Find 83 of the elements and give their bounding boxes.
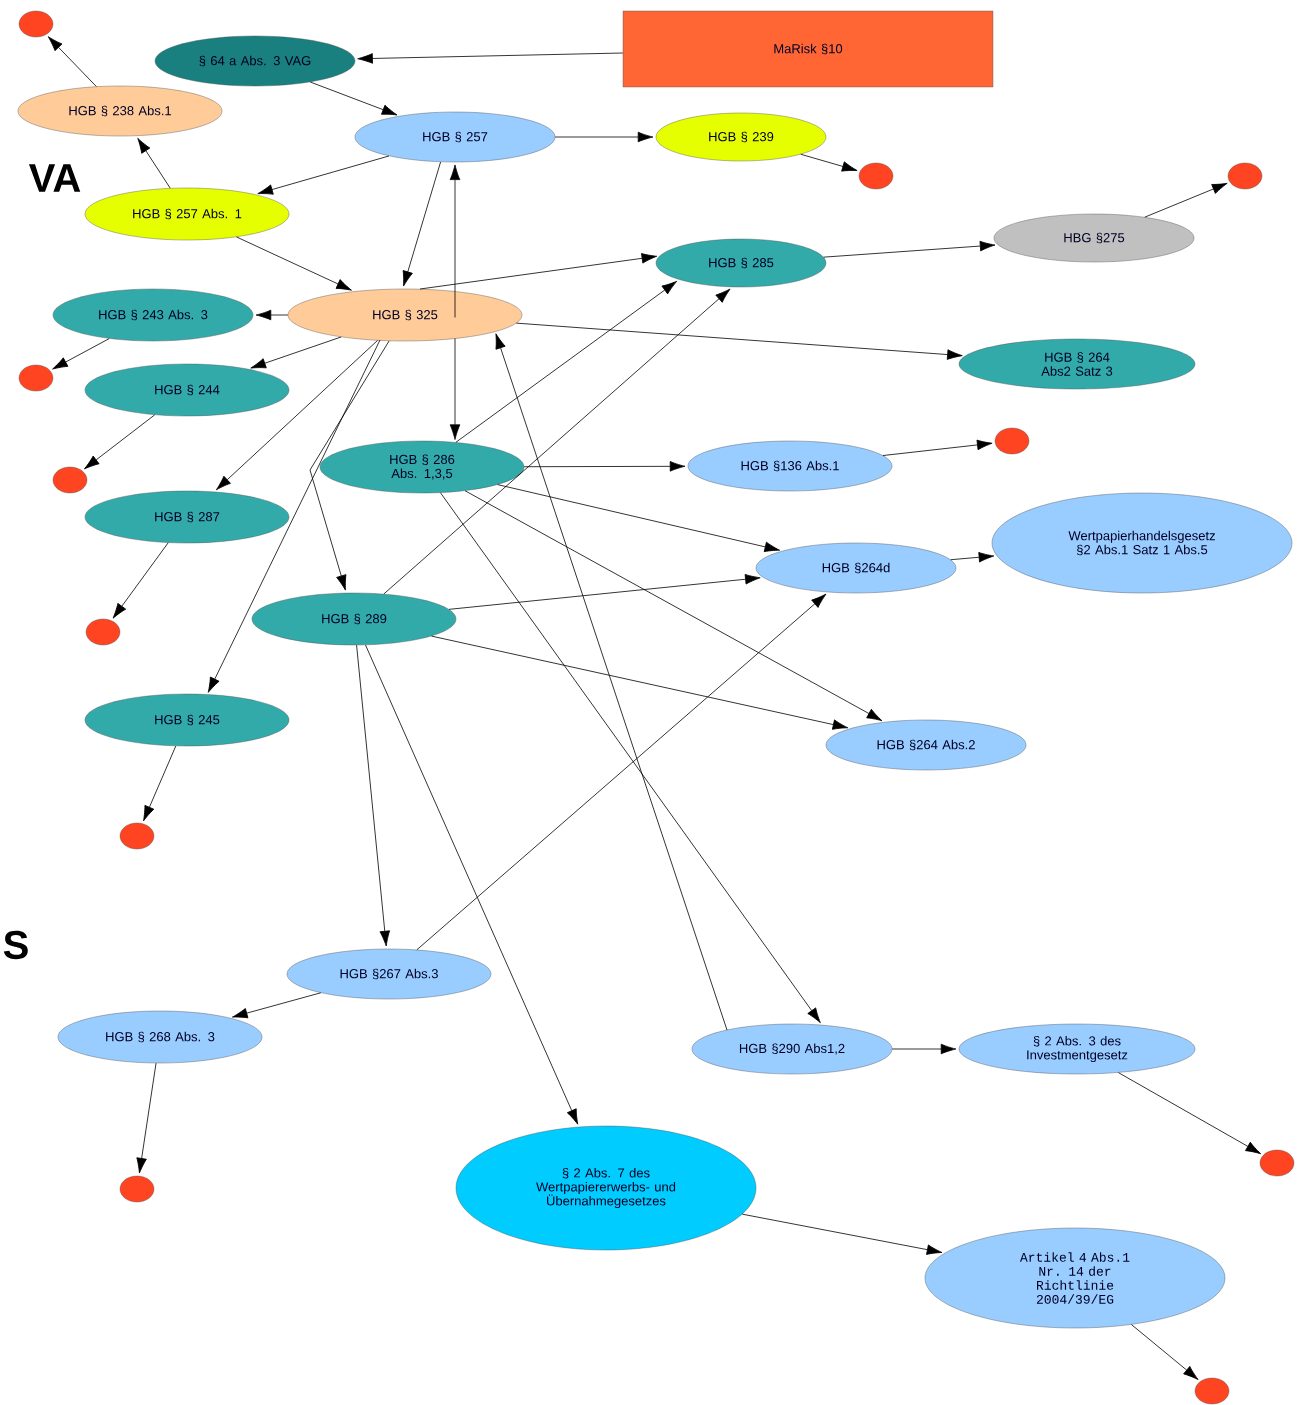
ellipse-node: HGB § 257 Abs. 1 [84, 187, 290, 241]
arrow [1131, 1324, 1199, 1380]
arrow [236, 236, 352, 291]
ellipse-node: § 64 a Abs. 3 VAG [154, 35, 356, 87]
arrow [495, 333, 728, 1031]
arrow [449, 338, 461, 440]
arrow [47, 36, 97, 87]
ellipse-node: HGB § 245 [84, 693, 290, 747]
arrow [523, 461, 686, 472]
arrow [309, 81, 398, 116]
arrow [309, 340, 390, 591]
arrow [431, 635, 849, 730]
ellipse-node: HGB § 264 Abs2 Satz 3 [958, 338, 1196, 390]
arrow [440, 492, 821, 1024]
ellipse-node: HGB § 287 [84, 490, 290, 544]
arrow [357, 52, 624, 64]
arrow [232, 992, 322, 1019]
ellipse-node: HGB § 325 [287, 288, 523, 342]
ellipse-node: HGB § 285 [655, 238, 827, 288]
ellipse-node: HGB §264d [755, 542, 957, 594]
end-circle [119, 822, 155, 850]
arrow [402, 161, 441, 287]
arrow [1144, 182, 1228, 218]
arrow [455, 280, 678, 443]
ellipse-node: HGB § 243 Abs. 3 [52, 288, 254, 342]
arrow [950, 552, 995, 563]
ellipse-node: § 2 Abs. 7 des Wertpapiererwerbs- und Übernahmegesetzes [455, 1125, 757, 1251]
arrow [207, 339, 381, 693]
arrow [143, 745, 177, 822]
process-box: MaRisk §10 [622, 10, 994, 88]
label-text: S [3, 930, 28, 960]
ellipse-node: HGB § 244 [84, 363, 290, 417]
arrow [383, 288, 731, 595]
ellipse-node: Wertpapierhandelsgesetz §2 Abs.1 Satz 1 Abs.5 [991, 492, 1293, 594]
ellipse-node: HGB § 289 [251, 592, 457, 646]
arrow [250, 336, 342, 369]
arrow [416, 593, 827, 951]
end-circle [994, 427, 1030, 455]
arrow [52, 338, 110, 370]
arrow [255, 309, 289, 321]
arrow [112, 542, 169, 619]
ellipse-node: HGB § 238 Abs.1 [17, 85, 223, 137]
ellipse-node: HGB §264 Abs.2 [825, 719, 1027, 771]
ellipse-node: HGB § 268 Abs. 3 [57, 1010, 263, 1064]
end-circle [1259, 1149, 1295, 1177]
arrow [356, 644, 390, 947]
arrow [365, 644, 579, 1125]
ellipse-node: HGB § 257 [354, 111, 556, 163]
arrow [497, 484, 781, 553]
arrow [554, 131, 654, 143]
ellipse-node: HGB §136 Abs.1 [687, 440, 893, 492]
end-circle [858, 162, 894, 190]
arrow [84, 414, 156, 470]
end-circle [52, 466, 88, 494]
arrow [449, 164, 461, 318]
arrow [741, 1213, 943, 1255]
arrow [800, 153, 858, 172]
arrow [136, 1062, 157, 1174]
ellipse-node: HGB § 286 Abs. 1,3,5 [319, 440, 525, 494]
ellipse-node: HGB § 239 [655, 112, 827, 162]
end-circle [1227, 162, 1263, 190]
arrow [891, 1043, 957, 1055]
arrow [464, 490, 883, 722]
end-circle [18, 364, 54, 392]
arrow [448, 574, 761, 610]
arrow [257, 155, 390, 195]
arrow [823, 240, 996, 258]
end-circle [18, 10, 54, 38]
ellipse-node: Artikel 4 Abs.1 Nr. 14 der Richtlinie 2004/39/EG [924, 1227, 1226, 1329]
arrow [516, 322, 963, 360]
ellipse-node: HGB §267 Abs.3 [286, 948, 492, 1000]
ellipse-node: § 2 Abs. 3 des Investmentgesetz [958, 1023, 1196, 1075]
arrow [419, 253, 658, 290]
arrow [882, 439, 993, 456]
label-text: VA [28, 164, 81, 192]
ellipse-node: HBG §275 [993, 213, 1195, 263]
arrow [215, 340, 378, 491]
ellipse-node: HGB §290 Abs1,2 [691, 1023, 893, 1075]
end-circle [85, 618, 121, 646]
arrow [1118, 1072, 1262, 1155]
end-circle [1194, 1377, 1230, 1405]
end-circle [119, 1175, 155, 1203]
arrow [137, 137, 171, 189]
